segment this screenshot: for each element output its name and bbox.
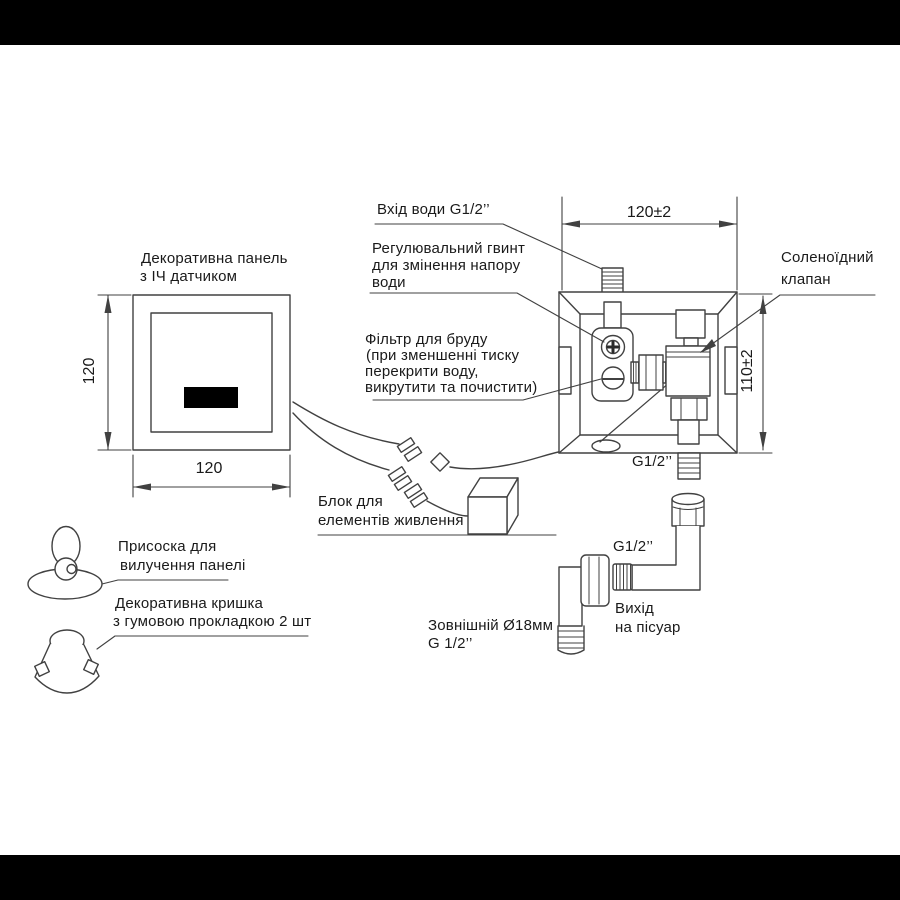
filter-label-line1: Фільтр для бруду: [365, 331, 488, 348]
leader-inlet: [374, 223, 603, 270]
box-width-dimension: 120±2: [626, 204, 672, 221]
decorative-cap-drawing: [33, 629, 100, 694]
outlet-elbow-drawing: [612, 492, 705, 591]
leader-cap: [96, 635, 309, 650]
outlet-thread-stud: [677, 452, 701, 480]
outer-diameter-label-line2: G 1/2’’: [428, 635, 473, 652]
wire-connectors: [387, 437, 450, 508]
panel-dimension-lines: [97, 294, 291, 498]
leader-filter: [372, 378, 602, 401]
battery-block-drawing: [467, 477, 519, 535]
valve-box-internals: [591, 301, 711, 480]
screw-label-line2: для змінення напору: [372, 257, 521, 274]
solenoid-label-line2: клапан: [781, 271, 831, 288]
outer-diameter-label-line1: Зовнішній Ø18мм: [428, 617, 554, 634]
panel-height-dimension: 120: [81, 357, 98, 385]
solenoid-valve-drawing: [665, 309, 711, 445]
decorative-panel-drawing: [132, 294, 291, 451]
suction-cup-label-line2: вилучення панелі: [120, 557, 246, 574]
letterbox-bar-top: [0, 0, 900, 45]
filter-label-line2: (при зменшенні тиску: [366, 347, 520, 364]
panel-label-line2: з ІЧ датчиком: [140, 268, 238, 285]
box-dimension-lines: [561, 196, 773, 454]
screw-label-line3: води: [372, 274, 406, 291]
power-block-label-line1: Блок для: [318, 493, 383, 510]
wire-hole: [591, 439, 621, 453]
box-height-dimension: 110±2: [739, 349, 756, 393]
mounting-tab-left: [558, 346, 572, 395]
cap-label-line1: Декоративна кришка: [115, 595, 264, 612]
leader-screw: [369, 292, 605, 343]
letterbox-bar-bottom: [0, 855, 900, 900]
panel-label-line1: Декоративна панель: [141, 250, 288, 267]
outlet-dest-label-line2: на пісуар: [615, 619, 681, 636]
suction-cup-label-line1: Присоска для: [118, 538, 217, 555]
leader-solenoid: [700, 294, 876, 353]
panel-width-dimension: 120: [195, 460, 223, 477]
inlet-label: Вхід води G1/2’’: [377, 201, 490, 218]
suction-cup-drawing: [27, 525, 103, 600]
coupling-nut: [638, 354, 664, 391]
ir-sensor-window: [184, 387, 238, 408]
power-block-label-line2: елементів живлення: [318, 512, 464, 529]
mounting-tab-right: [724, 346, 738, 395]
connection-elbow-drawing: [557, 554, 610, 655]
leader-suction-cup: [81, 579, 229, 590]
filter-label-line3: перекрити воду,: [365, 363, 479, 380]
screw-label-line1: Регулювальний гвинт: [372, 240, 526, 257]
elbow-thread-label: G1/2’’: [613, 538, 654, 555]
elbow-male-thread: [612, 563, 633, 591]
box-outlet-thread-label: G1/2’’: [632, 453, 673, 470]
filter-label-line4: викрутити та почистити): [365, 379, 538, 396]
solenoid-label-line1: Соленоїдний: [781, 249, 874, 266]
leader-lines: [81, 223, 876, 650]
union-nut: [580, 554, 610, 607]
cap-label-line2: з гумовою прокладкою 2 шт: [113, 613, 312, 630]
outlet-dest-label-line1: Вихід: [615, 600, 654, 617]
